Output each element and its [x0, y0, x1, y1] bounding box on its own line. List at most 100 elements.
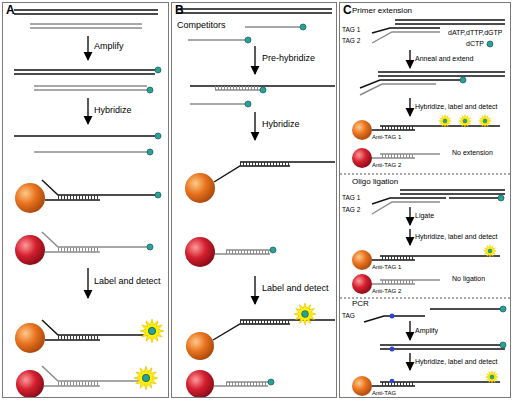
step-label: Amplify [415, 327, 438, 334]
probe-strand [45, 251, 100, 252]
hybrid-rungs [382, 256, 414, 260]
probe-strand [372, 283, 415, 284]
hybrid-rungs [226, 382, 268, 386]
fluor-tag [500, 342, 506, 348]
probe-strand [215, 253, 270, 254]
primer-mark [390, 379, 395, 384]
step-arrow [409, 229, 410, 245]
fluor-tag [147, 244, 153, 250]
fluor-tag [147, 87, 153, 93]
competitor-strand [188, 39, 245, 40]
hybrid-rungs [226, 250, 270, 254]
step-label: Anti-TAG 1 [372, 134, 401, 140]
bead-orange [15, 183, 45, 213]
fluor-tag [245, 101, 251, 107]
step-label: Oligo ligation [352, 178, 398, 186]
probe-strand [213, 324, 290, 340]
competitor-strand [190, 103, 245, 104]
signal-star [486, 371, 499, 384]
step-label: dCTP [466, 40, 484, 47]
step-label: Hybridize [262, 120, 300, 129]
fluor-tag [487, 41, 493, 47]
tag-oligo [372, 198, 446, 204]
step-label: Anti-TAG [372, 390, 396, 396]
step-label: Primer extension [352, 7, 412, 15]
step-label: Hybridize, label and detect [415, 358, 498, 365]
dna-strand [14, 10, 158, 14]
bead-red [352, 274, 372, 294]
dna-strand [380, 345, 505, 349]
step-label: TAG 2 [342, 38, 360, 45]
step-label: No extension [452, 149, 493, 156]
hybrid-rungs [58, 382, 100, 386]
dna-strand [34, 86, 147, 90]
step-label: Hybridize [94, 106, 132, 115]
step-label: Amplify [94, 42, 124, 51]
dna-strand [30, 24, 142, 28]
panel-letter: B [175, 4, 184, 16]
hybrid-rungs [58, 336, 100, 340]
section-divider [340, 298, 512, 299]
fluor-tag [460, 77, 466, 83]
step-label: PCR [352, 300, 369, 308]
target-strand [240, 161, 335, 162]
probe-strand [44, 385, 100, 386]
bead-red [16, 370, 44, 398]
bead-red [352, 148, 372, 168]
hybrid-rungs [382, 382, 414, 386]
dna-strand [178, 9, 332, 13]
target-strand [42, 232, 147, 247]
hybrid-rungs [58, 196, 100, 200]
hybrid-rungs [382, 154, 414, 158]
competitor-strand [245, 26, 300, 27]
signal-star [479, 115, 492, 128]
signal-star [134, 366, 157, 389]
bead-orange [352, 376, 372, 396]
step-label: Anti-TAG 2 [372, 288, 401, 294]
target-strand [42, 180, 155, 195]
bead-orange [352, 120, 372, 140]
signal-star [484, 245, 497, 258]
tag-primer [360, 84, 436, 95]
step-label: Hybridize, label and detect [415, 233, 498, 240]
signal-star [140, 319, 163, 342]
panel-letter: A [6, 4, 15, 16]
step-label: TAG 1 [342, 27, 360, 34]
bead-red [15, 235, 45, 265]
dna-strand [395, 20, 505, 24]
step-label: Competitors [177, 21, 226, 30]
probe-strand [372, 129, 415, 130]
step-label: Anneal and extend [415, 55, 473, 62]
probe-strand [45, 339, 100, 340]
dna-strand [378, 72, 505, 76]
hybrid-rungs [382, 126, 414, 130]
probe-strand [45, 199, 100, 200]
hybrid-rungs [215, 86, 258, 90]
bead-orange [352, 250, 372, 270]
panel-box: A [2, 2, 169, 398]
target-strand [240, 319, 335, 320]
target-strand [190, 85, 335, 86]
step-arrow [87, 268, 88, 298]
bead-red [186, 370, 214, 398]
dna-strand [430, 308, 500, 309]
hybrid-rungs [58, 248, 100, 252]
signal-star [459, 115, 472, 128]
fluor-tag [270, 247, 276, 253]
step-label: Pre-hybridize [262, 54, 315, 63]
fluor-tag [245, 37, 251, 43]
step-label: dATP,dTTP,dGTP [448, 29, 502, 36]
step-label: Anti-TAG 1 [372, 264, 401, 270]
probe-strand [372, 385, 415, 386]
step-arrow [254, 46, 255, 74]
bead-orange [185, 173, 215, 203]
dna-strand [14, 135, 155, 136]
fluor-tag [155, 133, 161, 139]
step-arrow [409, 207, 410, 225]
bead-orange [186, 332, 214, 360]
step-label: Label and detect [262, 284, 329, 293]
hybrid-rungs [240, 162, 290, 166]
fluor-tag [147, 149, 153, 155]
signal-star [439, 115, 452, 128]
step-arrow [409, 50, 410, 68]
